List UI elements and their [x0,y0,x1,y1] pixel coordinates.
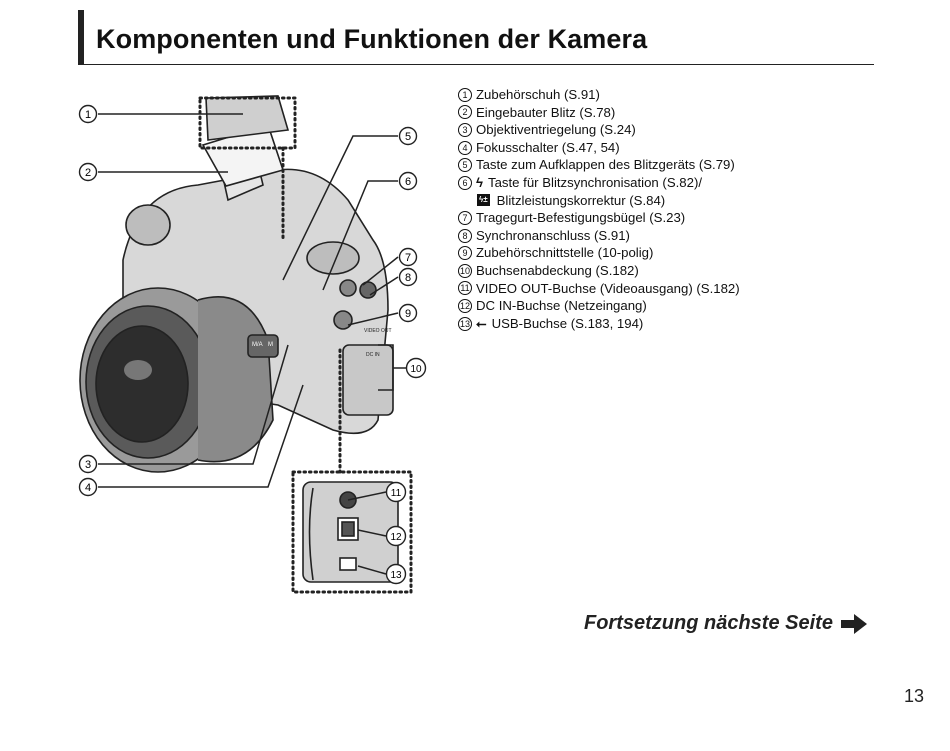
dc-in-label: DC IN [366,352,380,358]
legend-text: Taste zum Aufklappen des Blitzgeräts (S.… [476,157,735,173]
callout-4: 4 [78,477,98,497]
legend-item: 8 Synchronanschluss (S.91) [458,227,740,245]
legend-item: 5 Taste zum Aufklappen des Blitzgeräts (S… [458,156,740,174]
callout-number: 6 [458,175,472,190]
legend-item: 7 Tragegurt-Befestigungsbügel (S.23) [458,209,740,227]
callout-number: 7 [458,210,472,225]
hotshoe-highlight [198,96,297,150]
video-out-label: VIDEO OUT [364,328,392,334]
callout-1: 1 [78,104,98,124]
camera-figure: M/A M VIDEO OUT DC IN 1 2 3 [78,95,427,594]
svg-text:12: 12 [390,532,402,543]
legend-text: Synchronanschluss (S.91) [476,227,630,243]
callout-9: 9 [398,303,418,323]
legend-item: 1 Zubehörschuh (S.91) [458,86,740,104]
usb-icon: ⭠ [476,315,487,331]
cover-bracket [378,344,400,391]
lens-mode-m-label: M [268,342,273,348]
svg-text:7: 7 [405,252,411,264]
legend-text: USB-Buchse (S.183, 194) [491,315,644,331]
svg-text:13: 13 [390,570,402,581]
leader-lines [98,113,406,575]
callout-number: 4 [458,140,472,155]
legend-text: Zubehörschuh (S.91) [476,87,600,102]
svg-text:5: 5 [405,131,411,143]
legend-item: 12 DC IN-Buchse (Netzeingang) [458,297,740,315]
legend-item: 4 Fokusschalter (S.47, 54) [458,139,740,157]
legend-text: Zubehörschnittstelle (10-polig) [476,245,654,261]
svg-text:9: 9 [405,308,411,320]
legend-text: DC IN-Buchse (Netzeingang) [476,298,647,314]
callout-number: 12 [458,298,472,313]
legend-item: 3 Objektiventriegelung (S.24) [458,121,740,139]
legend-text: Tragegurt-Befestigungsbügel (S.23) [476,210,686,226]
legend-item: 13 ⭠USB-Buchse (S.183, 194) [458,315,740,333]
callout-number: 1 [458,87,472,102]
callout-7: 7 [398,247,418,267]
svg-text:4: 4 [85,482,91,494]
callout-number: 10 [458,263,472,278]
arrow-right-icon [840,613,867,634]
page-number: 13 [904,686,925,706]
page-title: Komponenten und Funktionen der Kamera [96,24,648,54]
flash-compensation-icon: ϟ± [477,194,490,207]
legend-text: Taste für Blitzsynchronisation (S.82)/ [487,174,703,190]
callout-number: 5 [458,158,472,173]
legend-text: Eingebauter Blitz (S.78) [476,104,616,120]
callout-3: 3 [78,454,98,474]
callout-number: 13 [458,316,472,331]
callout-6: 6 [398,171,418,191]
callout-markers: 1 2 3 4 5 6 7 8 9 10 11 12 13 [78,104,427,585]
svg-text:11: 11 [391,488,402,499]
legend-item-continued: ϟ± Blitzleistungskorrektur (S.84) [458,192,740,210]
callout-5: 5 [398,126,418,146]
callout-8: 8 [398,267,418,287]
callout-10: 10 [405,357,427,379]
callout-2: 2 [78,162,98,182]
callout-number: 2 [458,105,472,120]
callout-13: 13 [385,563,407,585]
legend-item: 2 Eingebauter Blitz (S.78) [458,104,740,122]
legend-text: VIDEO OUT-Buchse (Videoausgang) (S.182) [476,280,740,296]
svg-text:10: 10 [410,364,422,375]
callout-number: 9 [458,246,472,261]
callout-number: 11 [458,281,472,296]
svg-text:1: 1 [85,109,91,121]
legend-item: 10 Buchsenabdeckung (S.182) [458,262,740,280]
svg-text:3: 3 [85,459,91,471]
title-bar: Komponenten und Funktionen der Kamera [78,10,874,65]
legend-item: 9 Zubehörschnittstelle (10-polig) [458,244,740,262]
components-legend: 1 Zubehörschuh (S.91) 2 Eingebauter Blitz … [458,86,740,332]
terminal-panel [302,481,399,583]
callout-number: 8 [458,228,472,243]
lens: M/A M [79,287,279,473]
legend-item: 11 VIDEO OUT-Buchse (Videoausgang) (S.182… [458,280,740,298]
callout-number: 3 [458,122,472,137]
terminal-panel-highlight [291,470,413,594]
callout-11: 11 [385,481,407,503]
svg-text:6: 6 [405,176,411,188]
svg-text:2: 2 [85,167,91,179]
lens-mode-ma-label: M/A [252,342,263,348]
continue-next-page[interactable]: Fortsetzung nächste Seite [584,612,867,635]
title-accent-bar [78,10,84,64]
svg-text:8: 8 [405,272,411,284]
callout-12: 12 [385,525,407,547]
legend-text: Blitzleistungskorrektur (S.84) [496,192,666,208]
continue-label: Fortsetzung nächste Seite [584,612,833,634]
legend-text: Objektiventriegelung (S.24) [476,122,636,138]
legend-text: Fokusschalter (S.47, 54) [476,139,620,155]
flash-sync-icon: ϟ [476,174,483,190]
legend-text: Buchsenabdeckung (S.182) [476,262,639,278]
